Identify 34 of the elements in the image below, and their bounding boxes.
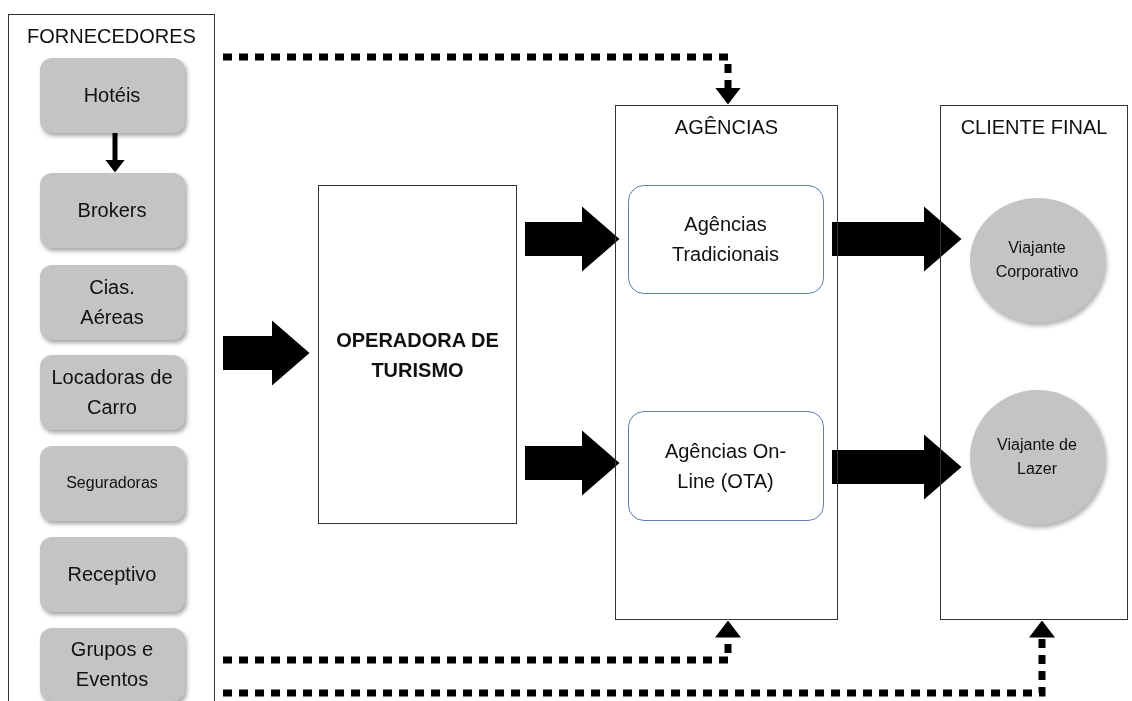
arrow <box>105 133 125 173</box>
rounded-box <box>627 184 824 294</box>
node-label: Viajante de Lazer <box>996 435 1078 479</box>
supplier-box <box>39 264 185 340</box>
group-panel <box>615 105 838 620</box>
supplier-box <box>39 172 185 248</box>
supplier-box <box>39 445 185 521</box>
panel-title: CLIENTE FINAL <box>960 116 1108 139</box>
rounded-box <box>627 410 824 521</box>
panel-title: FORNECEDORES <box>27 25 196 48</box>
block-arrow <box>223 320 310 386</box>
supplier-box <box>39 627 185 701</box>
group-panel <box>8 14 215 701</box>
node-label: Brokers <box>77 198 147 223</box>
block-arrow <box>525 206 620 272</box>
supplier-box <box>39 57 185 133</box>
node-label: Grupos e Eventos <box>69 637 155 692</box>
panel-title: AGÊNCIAS <box>674 116 779 139</box>
block-arrow <box>525 430 620 496</box>
group-panel <box>940 105 1128 620</box>
node-label: Receptivo <box>67 562 157 587</box>
node-label: Agências Tradicionais <box>670 212 781 267</box>
node-label: Viajante Corporativo <box>994 238 1080 282</box>
node-label: Locadoras de Carro <box>50 365 174 420</box>
block-arrow <box>832 206 962 272</box>
node-label: Hotéis <box>83 83 141 108</box>
supplier-box <box>39 536 185 612</box>
block-arrow <box>832 434 962 500</box>
process-box <box>318 185 517 524</box>
node-label: OPERADORA DE TURISMO <box>335 327 500 383</box>
node-label: Agências On-Line (OTA) <box>663 438 788 494</box>
node-label: Seguradoras <box>66 473 158 493</box>
node-label: Cias. Aéreas <box>79 275 145 330</box>
supplier-box <box>39 354 185 430</box>
